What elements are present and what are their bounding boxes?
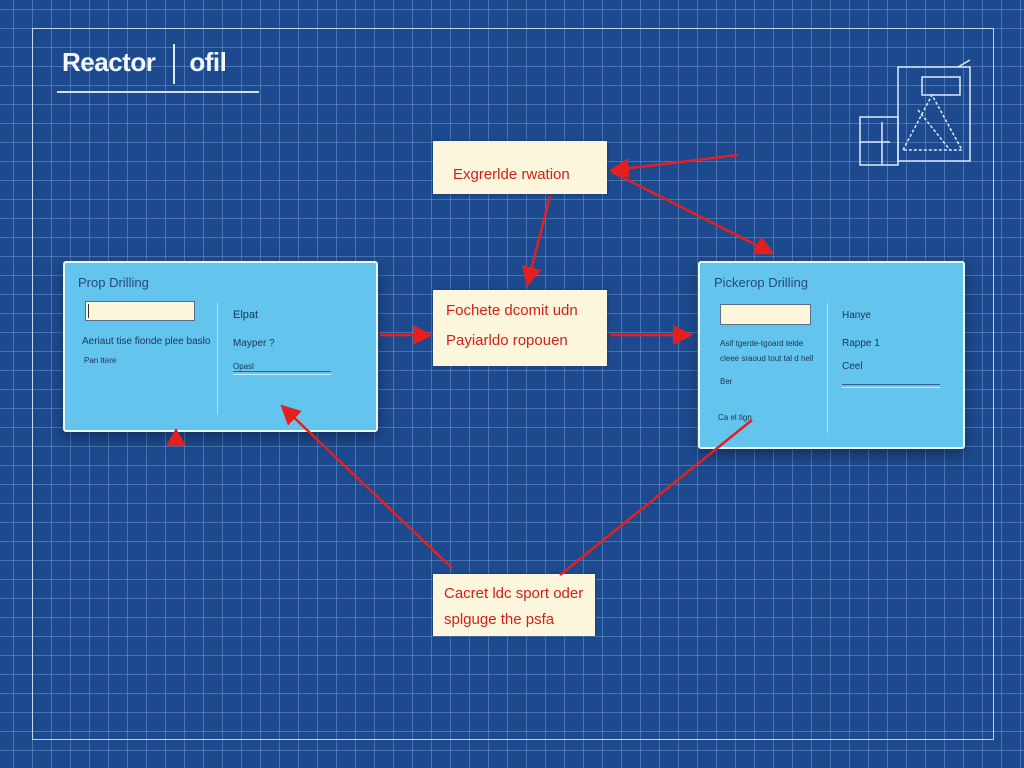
- left-card-field[interactable]: [233, 371, 331, 375]
- right-card-text4: Ca el tign: [718, 413, 752, 422]
- left-card-right-label1: Elpat: [233, 309, 259, 321]
- left-card-title: Prop Drilling: [78, 275, 149, 290]
- title-separator: [173, 44, 176, 84]
- arrow-top-note-to-right-card: [611, 170, 775, 255]
- right-card-title: Pickerop Drilling: [714, 275, 808, 290]
- left-card-field-label: Opasl: [233, 362, 254, 371]
- right-card-field[interactable]: [842, 384, 940, 388]
- note-top: Exgrerlde rwation: [433, 141, 607, 194]
- arrow-top-to-middle-note: [522, 195, 552, 287]
- right-card-text1: Asif tgerde-tgoard telde: [720, 339, 804, 348]
- text-cursor: [88, 304, 89, 318]
- right-card: Pickerop Drilling Asif tgerde-tgoard tel…: [698, 261, 965, 449]
- note-middle-line2: Payiarldo ropouen: [446, 332, 568, 349]
- right-card-input[interactable]: [720, 304, 811, 325]
- note-bottom-line2: splguge the psfa: [444, 611, 555, 628]
- note-middle-line1: Fochete dcomit udn: [446, 302, 578, 319]
- left-card-divider: [217, 303, 218, 415]
- title-underline: [57, 91, 259, 93]
- arrow-bottom-note-to-left-card: [280, 404, 453, 569]
- right-card-text2: cleee sraoud tout tal d hell: [720, 354, 814, 363]
- right-card-text3: Ber: [720, 377, 733, 386]
- arrow-to-top-note: [609, 153, 739, 179]
- left-card-text2: Pan ttere: [84, 356, 117, 365]
- left-card-input[interactable]: [85, 301, 195, 321]
- right-card-divider: [827, 303, 828, 433]
- title-right: ofil: [189, 46, 227, 77]
- blueprint-frame: [32, 28, 994, 740]
- page-title: Reactor ofil: [62, 44, 227, 84]
- right-card-field-label: Ceel: [842, 361, 863, 372]
- right-card-right-label1: Hanye: [842, 310, 871, 321]
- left-card: Prop Drilling Aeriaut tise fionde plee b…: [63, 261, 378, 432]
- left-card-right-label2: Mayper ?: [233, 338, 275, 349]
- note-bottom: Cacret ldc sport oder splguge the psfa: [433, 574, 595, 636]
- right-card-right-label2: Rappe 1: [842, 338, 880, 349]
- note-bottom-line1: Cacret ldc sport oder: [444, 585, 584, 602]
- left-card-text1: Aeriaut tise fionde plee baslo: [82, 336, 211, 347]
- line-bottom-note-to-right-card: [559, 419, 753, 576]
- note-top-text: Exgrerlde rwation: [453, 166, 570, 183]
- arrowhead-up-icon: [166, 428, 186, 446]
- title-left: Reactor: [62, 46, 156, 77]
- note-middle: Fochete dcomit udn Payiarldo ropouen: [433, 290, 607, 366]
